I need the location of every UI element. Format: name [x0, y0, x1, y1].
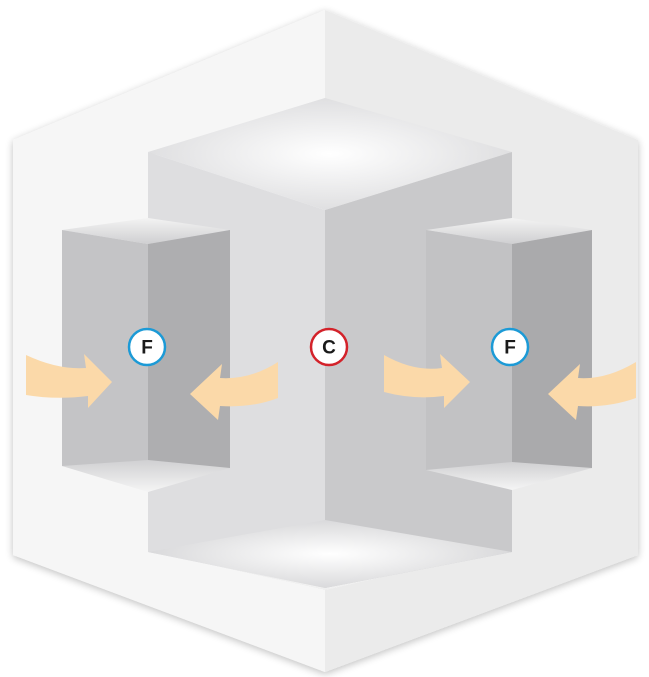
marker-center-label: C [322, 338, 336, 359]
marker-center-ring [309, 327, 349, 367]
left-fin-left-face [62, 230, 148, 478]
inner-bottom-recess [148, 520, 512, 588]
right-fin-left-face [426, 230, 512, 476]
marker-left-ring [127, 327, 167, 367]
marker-right-ring [490, 327, 530, 367]
outer-shell [13, 10, 638, 672]
inner-top-recess [148, 98, 512, 210]
right-fin-bottom [426, 462, 592, 490]
left-fin-top [62, 218, 230, 244]
marker-left-label: F [141, 338, 153, 359]
outer-shell-left-face [13, 10, 325, 672]
arrow-into-left-fin-from-left [26, 354, 112, 408]
marker-right-label: F [504, 338, 516, 359]
left-fin-right-face [148, 230, 230, 478]
arrow-into-right-fin-from-left [384, 354, 470, 408]
marker-core: C [309, 327, 349, 367]
right-fin-top [426, 218, 592, 244]
left-fin-block [62, 218, 230, 492]
arrow-into-right-fin-from-right [548, 362, 636, 420]
arrow-into-left-fin-from-right [190, 362, 278, 420]
left-fin-bottom [62, 460, 230, 492]
marker-left-fin: F [127, 327, 167, 367]
flow-arrows [26, 354, 636, 420]
marker-right-fin: F [490, 327, 530, 367]
outer-shell-right-face [325, 10, 638, 672]
